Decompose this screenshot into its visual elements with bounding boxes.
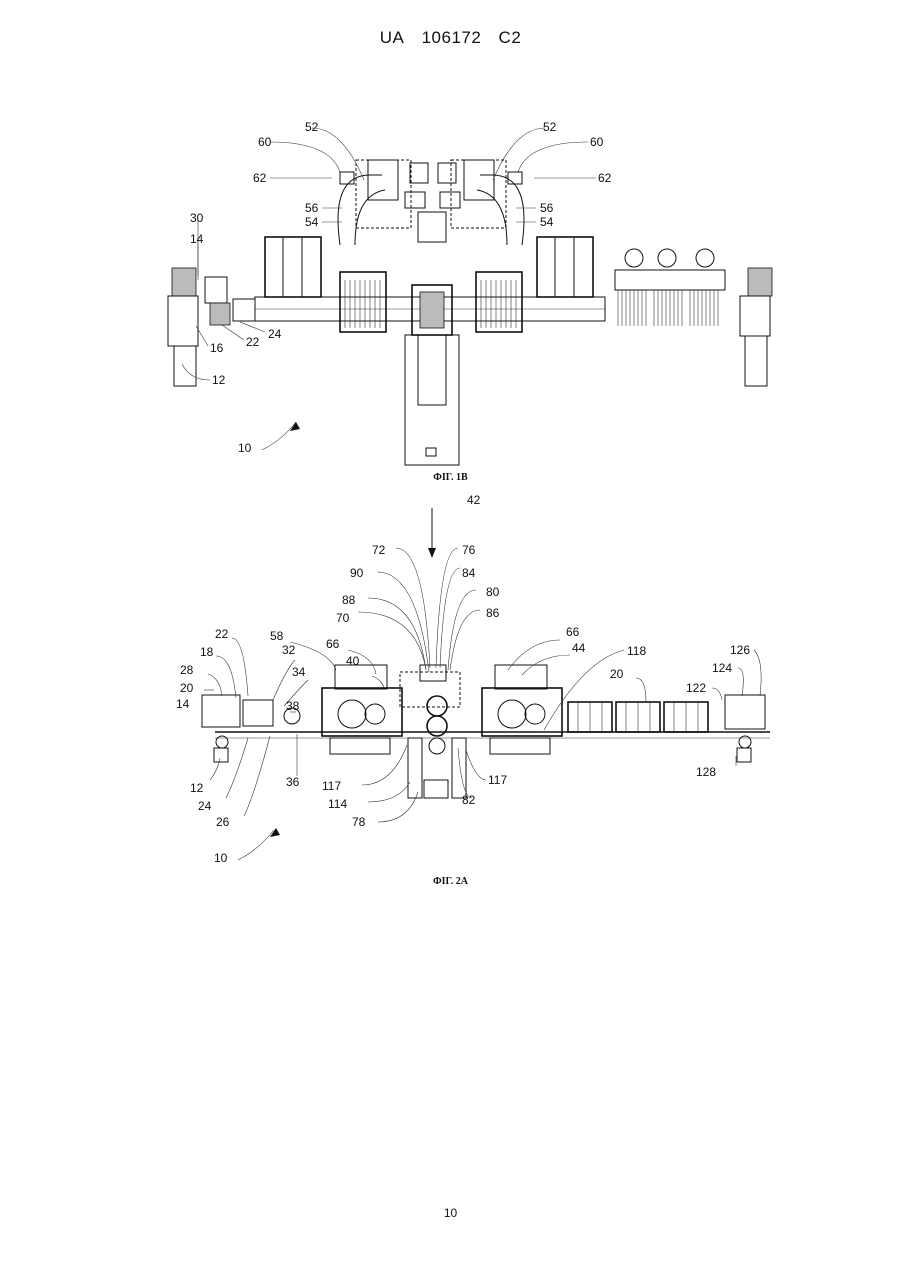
fig2a-label: 14 (176, 697, 190, 711)
fig1b-label: 56 (305, 201, 319, 215)
fig1b-label: 54 (540, 215, 554, 229)
fig1b-label: 24 (268, 327, 282, 341)
fig1b-label: 12 (212, 373, 226, 387)
fig2a-label: 44 (572, 641, 586, 655)
fig1b-reference: 10 (238, 441, 252, 455)
fig2a-label: 88 (342, 593, 356, 607)
fig2a-label: 82 (462, 793, 476, 807)
fig2a-label: 42 (467, 493, 481, 507)
fig2a-label: 80 (486, 585, 500, 599)
fig2a-label: 26 (216, 815, 230, 829)
page-number: 10 (0, 1206, 901, 1220)
fig2a-label: 36 (286, 775, 300, 789)
fig2a-label: 117 (488, 773, 507, 787)
fig1b-label: 16 (210, 341, 224, 355)
fig2a-label: 76 (462, 543, 476, 557)
fig2a-label: 20 (610, 667, 624, 681)
fig2a-label: 118 (627, 644, 646, 658)
fig2a-label: 18 (200, 645, 214, 659)
figure-2a-caption: ФІГ. 2А (0, 876, 901, 887)
fig2a-label: 32 (282, 643, 296, 657)
fig2a-label: 28 (180, 663, 194, 677)
fig2a-label: 38 (286, 699, 300, 713)
figure-2a-drawing: 42 72 76 90 84 88 80 70 86 58 66 40 22 1… (0, 480, 901, 880)
fig2a-label: 114 (328, 797, 347, 811)
fig1b-label: 14 (190, 232, 204, 246)
fig1b-label: 52 (305, 120, 319, 134)
fig2a-label: 78 (352, 815, 366, 829)
fig2a-label: 124 (712, 661, 732, 675)
fig2a-label: 72 (372, 543, 386, 557)
fig2a-label: 58 (270, 629, 284, 643)
fig1b-label: 62 (253, 171, 267, 185)
fig1b-label: 60 (258, 135, 272, 149)
fig2a-label: 22 (215, 627, 229, 641)
fig2a-label: 66 (566, 625, 580, 639)
fig2a-label: 84 (462, 566, 476, 580)
fig2a-label: 66 (326, 637, 340, 651)
fig1b-label: 52 (543, 120, 557, 134)
fig2a-label: 40 (346, 654, 360, 668)
fig2a-label: 126 (730, 643, 750, 657)
fig1b-label: 56 (540, 201, 554, 215)
fig2a-label: 24 (198, 799, 212, 813)
fig2a-label: 90 (350, 566, 364, 580)
fig2a-label: 128 (696, 765, 716, 779)
fig2a-label: 86 (486, 606, 500, 620)
fig1b-label: 22 (246, 335, 260, 349)
figure-1b-drawing: 52 60 62 56 54 30 14 24 22 16 12 52 60 6… (0, 0, 901, 470)
fig2a-label: 20 (180, 681, 194, 695)
fig2a-label: 122 (686, 681, 706, 695)
fig2a-label: 117 (322, 779, 341, 793)
fig1b-label: 54 (305, 215, 319, 229)
fig1b-label: 60 (590, 135, 604, 149)
fig2a-reference: 10 (214, 851, 228, 865)
fig1b-label: 30 (190, 211, 204, 225)
fig2a-label: 70 (336, 611, 350, 625)
fig1b-label: 62 (598, 171, 612, 185)
fig2a-label: 12 (190, 781, 204, 795)
fig2a-label: 34 (292, 665, 306, 679)
